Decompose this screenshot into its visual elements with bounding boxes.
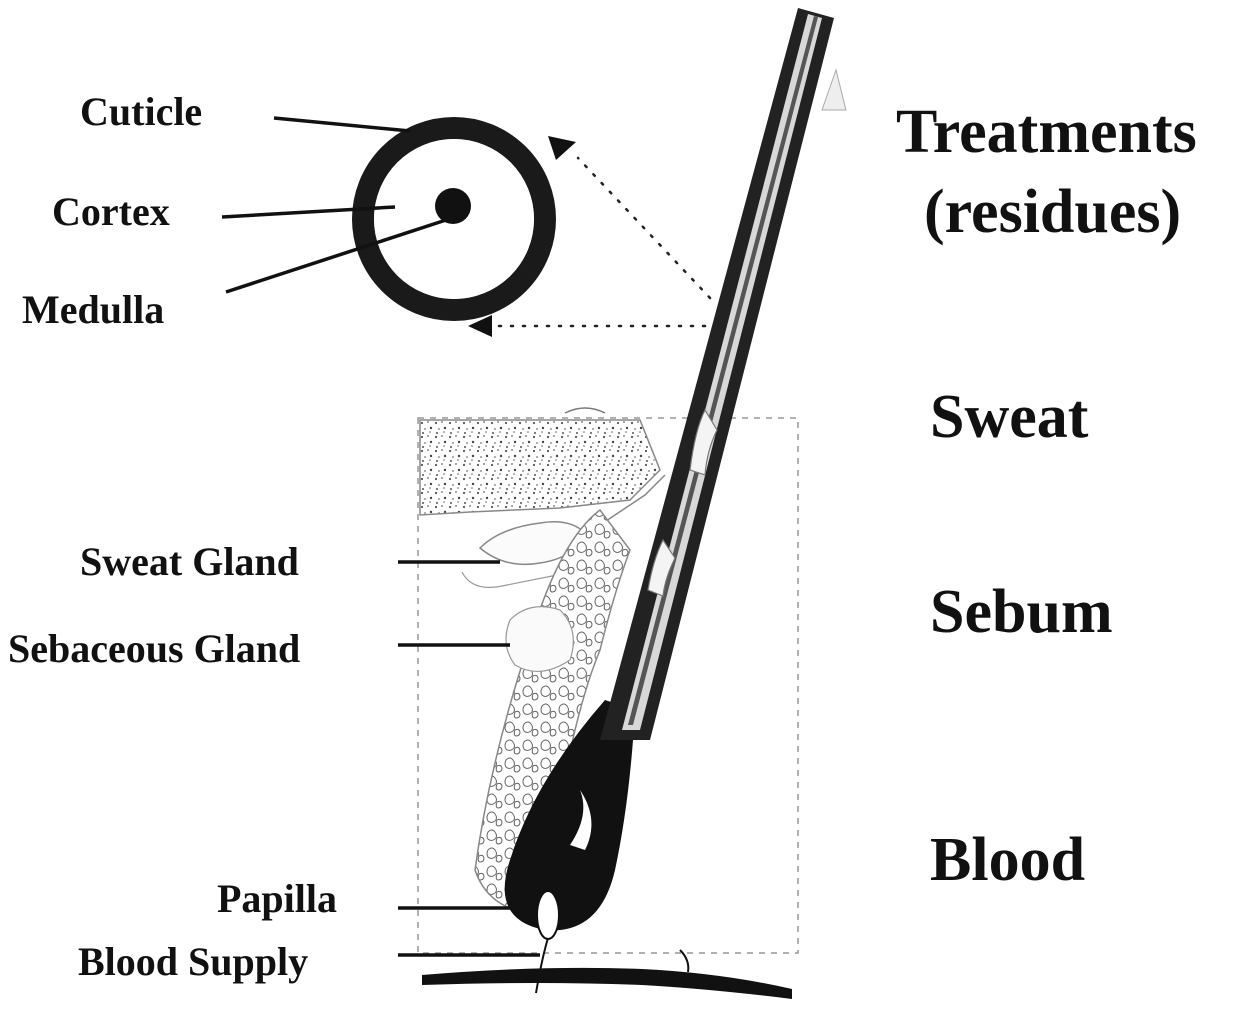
sweat-gland-label: Sweat Gland — [80, 539, 299, 584]
capillary-stem — [536, 938, 548, 993]
blood-supply-label: Blood Supply — [78, 939, 308, 984]
cortex-label: Cortex — [52, 189, 170, 234]
hair-shaft-core — [628, 16, 818, 725]
sweat-gland-coil — [462, 572, 562, 587]
papilla-label: Papilla — [217, 876, 337, 921]
medulla-core — [435, 188, 471, 224]
papilla-shape — [537, 891, 559, 939]
medulla-label: Medulla — [22, 287, 164, 332]
skin-section — [418, 408, 798, 999]
residues-label: (residues) — [924, 178, 1181, 246]
blood-label: Blood — [930, 826, 1085, 894]
treatments-arrow — [822, 70, 846, 110]
sweat-label: Sweat — [930, 383, 1089, 451]
arrowhead-upper — [548, 136, 576, 160]
sebaceous-gland-label: Sebaceous Gland — [8, 626, 300, 671]
blood-vessel — [422, 968, 792, 999]
projection-dotted-upper — [578, 158, 710, 298]
epidermis-layer — [420, 420, 660, 515]
sebaceous-gland-shape — [506, 607, 573, 672]
cuticle-label: Cuticle — [80, 89, 202, 134]
treatments-label: Treatments — [896, 98, 1197, 166]
skin-surface-bump — [565, 408, 605, 413]
sebum-label: Sebum — [930, 578, 1113, 646]
hair-shaft — [600, 8, 846, 740]
cuticle-leader — [274, 118, 410, 131]
hair-cross-section — [363, 128, 545, 310]
